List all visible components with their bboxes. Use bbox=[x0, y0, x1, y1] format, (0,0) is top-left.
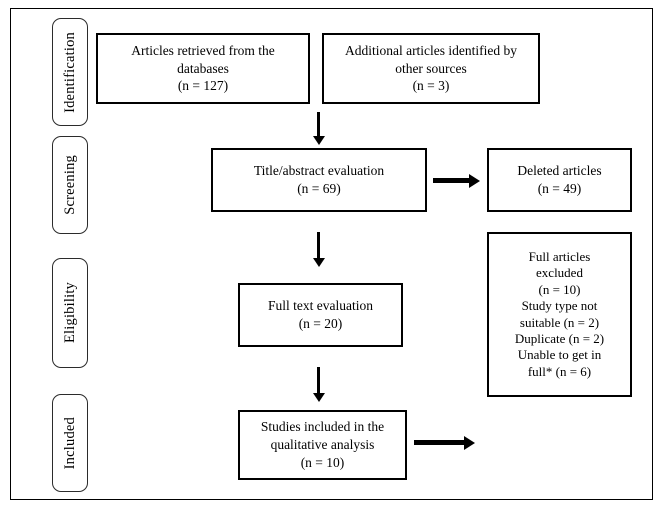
box-line: (n = 20) bbox=[298, 316, 343, 331]
stage-label-text: Screening bbox=[61, 155, 78, 215]
arrow-head bbox=[312, 136, 325, 145]
box-text: Studies included in the qualitative anal… bbox=[255, 418, 390, 471]
box-line: (n = 10) bbox=[300, 454, 345, 470]
box-line: Study type not bbox=[521, 298, 598, 314]
box-line: Deleted articles bbox=[517, 163, 602, 179]
stage-label-identification: Identification bbox=[52, 18, 88, 126]
stage-label-screening: Screening bbox=[52, 136, 88, 234]
arrow-stem bbox=[317, 232, 320, 260]
stage-label-text: Eligibility bbox=[61, 282, 78, 344]
stage-label-included: Included bbox=[52, 394, 88, 492]
box-line: Full text evaluation bbox=[268, 298, 373, 314]
box-text: Title/abstract evaluation (n = 69) bbox=[248, 162, 390, 198]
box-line: excluded bbox=[536, 265, 583, 281]
box-records-from-databases: Articles retrieved from the databases (n… bbox=[96, 33, 310, 104]
arrow-stem bbox=[414, 440, 466, 445]
box-text: Deleted articles (n = 49) bbox=[511, 162, 607, 198]
box-line: (n = 10) bbox=[538, 281, 581, 297]
box-text: Full articles excluded (n = 10) Study ty… bbox=[509, 249, 610, 380]
arrow-head bbox=[464, 435, 475, 450]
box-text: Additional articles identified by other … bbox=[339, 42, 523, 95]
box-line: (n = 127) bbox=[177, 78, 229, 94]
box-full-text-evaluation: Full text evaluation (n = 20) bbox=[238, 283, 403, 347]
arrow-stem bbox=[317, 112, 320, 138]
box-line: (n = 49) bbox=[537, 181, 582, 196]
box-line: qualitative analysis bbox=[270, 437, 375, 453]
box-records-other-sources: Additional articles identified by other … bbox=[322, 33, 540, 104]
box-line: Studies included in the bbox=[260, 419, 385, 435]
arrow-head bbox=[469, 173, 480, 188]
box-line: (n = 69) bbox=[297, 181, 341, 196]
box-line: Full articles bbox=[528, 249, 591, 264]
box-studies-included: Studies included in the qualitative anal… bbox=[238, 410, 407, 480]
box-line: Additional articles identified by bbox=[344, 42, 518, 58]
arrow-stem bbox=[433, 178, 471, 183]
box-line: Duplicate (n = 2) bbox=[514, 330, 605, 346]
box-line: Title/abstract evaluation bbox=[253, 163, 385, 179]
box-line: other sources bbox=[395, 60, 467, 76]
box-line: Unable to get in bbox=[517, 347, 602, 363]
box-line: (n = 3) bbox=[412, 78, 450, 94]
box-text: Articles retrieved from the databases (n… bbox=[125, 42, 281, 95]
box-line: Articles retrieved from the bbox=[131, 42, 275, 58]
stage-label-text: Included bbox=[61, 416, 78, 470]
box-line: suitable (n = 2) bbox=[519, 314, 600, 330]
arrow-head bbox=[312, 393, 325, 402]
box-full-articles-excluded: Full articles excluded (n = 10) Study ty… bbox=[487, 232, 632, 397]
box-line: databases bbox=[177, 60, 229, 76]
figure-border bbox=[10, 8, 653, 500]
stage-label-eligibility: Eligibility bbox=[52, 258, 88, 368]
stage-label-text: Identification bbox=[61, 31, 78, 113]
box-line: full* (n = 6) bbox=[527, 363, 592, 379]
box-text: Full text evaluation (n = 20) bbox=[262, 297, 379, 333]
arrow-head bbox=[312, 258, 325, 267]
arrow-stem bbox=[317, 367, 320, 395]
box-title-abstract-evaluation: Title/abstract evaluation (n = 69) bbox=[211, 148, 427, 212]
box-deleted-articles: Deleted articles (n = 49) bbox=[487, 148, 632, 212]
